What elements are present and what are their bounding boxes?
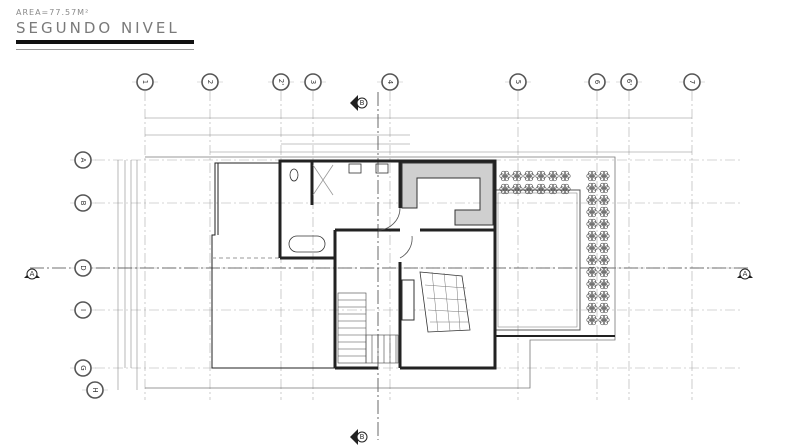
row-label: I [79, 309, 87, 311]
shrub-icon [499, 170, 511, 182]
row-bubble: I [70, 301, 96, 319]
shrub-icon [598, 242, 610, 254]
column-bubble: 7 [679, 73, 705, 91]
row-bubble: H [82, 381, 108, 399]
section-marker-label: A [30, 270, 35, 278]
area-label: AREA=77.57M² [16, 8, 90, 17]
section-marker-left: A [24, 268, 40, 280]
shrub-icon [586, 206, 598, 218]
section-marker-label: A [743, 270, 748, 278]
title-underline-thick [16, 40, 194, 44]
shrub-icon [511, 183, 523, 195]
shrub-icon [598, 254, 610, 266]
column-label: 1 [141, 80, 149, 84]
grid-lines [95, 91, 740, 400]
shrub-icon [523, 183, 535, 195]
shrub-icon [586, 266, 598, 278]
row-label: G [79, 365, 87, 370]
section-marker-right: A [737, 268, 753, 280]
section-marker-bottom: B [350, 429, 368, 445]
walls [211, 159, 615, 370]
shrub-icon [598, 278, 610, 290]
shrub-icon [586, 230, 598, 242]
column-label: 7 [688, 80, 696, 84]
shrub-icon [586, 302, 598, 314]
section-marker-label: B [360, 433, 365, 441]
shrub-icon [499, 183, 511, 195]
shrub-icon [598, 170, 610, 182]
shrub-icon [586, 314, 598, 326]
shrub-icon [586, 182, 598, 194]
shrub-icon [586, 194, 598, 206]
shrub-icon [586, 278, 598, 290]
dimension-lines [117, 117, 692, 390]
shrub-icon [586, 290, 598, 302]
column-label: 3 [309, 80, 317, 84]
row-bubble: A [70, 151, 96, 169]
column-label: 2' [277, 79, 285, 85]
row-label: D [79, 265, 87, 270]
shrub-icon [586, 170, 598, 182]
bathroom-fixtures [288, 163, 413, 259]
section-marker-label: B [360, 99, 365, 107]
column-label: 2 [206, 80, 214, 84]
shrub-icon [598, 314, 610, 326]
column-bubble: 6 [584, 73, 610, 91]
shrub-icon [598, 194, 610, 206]
shrub-icon [547, 183, 559, 195]
shrub-icon [586, 242, 598, 254]
column-bubble: 4 [377, 73, 403, 91]
shrub-icon [598, 218, 610, 230]
column-label: 6' [625, 79, 633, 85]
shrub-icon [598, 290, 610, 302]
sink-icon [375, 163, 389, 174]
section-line [30, 92, 748, 440]
row-label: H [91, 387, 99, 392]
site-boundary [145, 156, 616, 389]
title-underline-thin [16, 49, 194, 50]
closet-shelving [401, 162, 494, 226]
shrub-icon [511, 170, 523, 182]
column-grid-bubbles: 1 2 2' 3 4 5 6 6' 7 [132, 73, 705, 91]
shrub-icon [547, 170, 559, 182]
shrub-icon [598, 182, 610, 194]
shrub-icon [523, 170, 535, 182]
planter-shrubs [499, 170, 610, 326]
title-block: AREA=77.57M² SEGUNDO NIVEL [16, 8, 194, 50]
column-bubble: 5 [505, 73, 531, 91]
column-label: 5 [514, 80, 522, 84]
shrub-icon [535, 183, 547, 195]
row-grid-bubbles: A B D I G H [70, 151, 108, 399]
shrub-icon [598, 206, 610, 218]
shrub-icon [586, 218, 598, 230]
toilet-icon [289, 168, 299, 182]
row-label: B [79, 201, 87, 206]
column-bubble: 1 [132, 73, 158, 91]
shrub-icon [559, 183, 571, 195]
shrub-icon [598, 230, 610, 242]
shrub-icon [586, 254, 598, 266]
column-label: 6 [593, 80, 601, 85]
shrub-icon [559, 170, 571, 182]
bathtub-icon [288, 235, 326, 253]
sink-icon [348, 163, 362, 174]
shrub-icon [598, 266, 610, 278]
row-bubble: G [70, 359, 96, 377]
column-bubble: 2 [197, 73, 223, 91]
section-marker-top: B [350, 95, 368, 111]
column-bubble: 6' [616, 73, 642, 91]
shrub-icon [535, 170, 547, 182]
column-label: 4 [386, 80, 394, 85]
row-bubble: B [70, 194, 96, 212]
column-bubble: 2' [268, 73, 294, 91]
drawing-title: SEGUNDO NIVEL [16, 19, 180, 37]
staircase [337, 292, 399, 364]
bed-icon [401, 271, 471, 333]
row-label: A [79, 158, 87, 163]
shrub-icon [598, 302, 610, 314]
row-bubble: D [70, 259, 96, 277]
column-bubble: 3 [300, 73, 326, 91]
